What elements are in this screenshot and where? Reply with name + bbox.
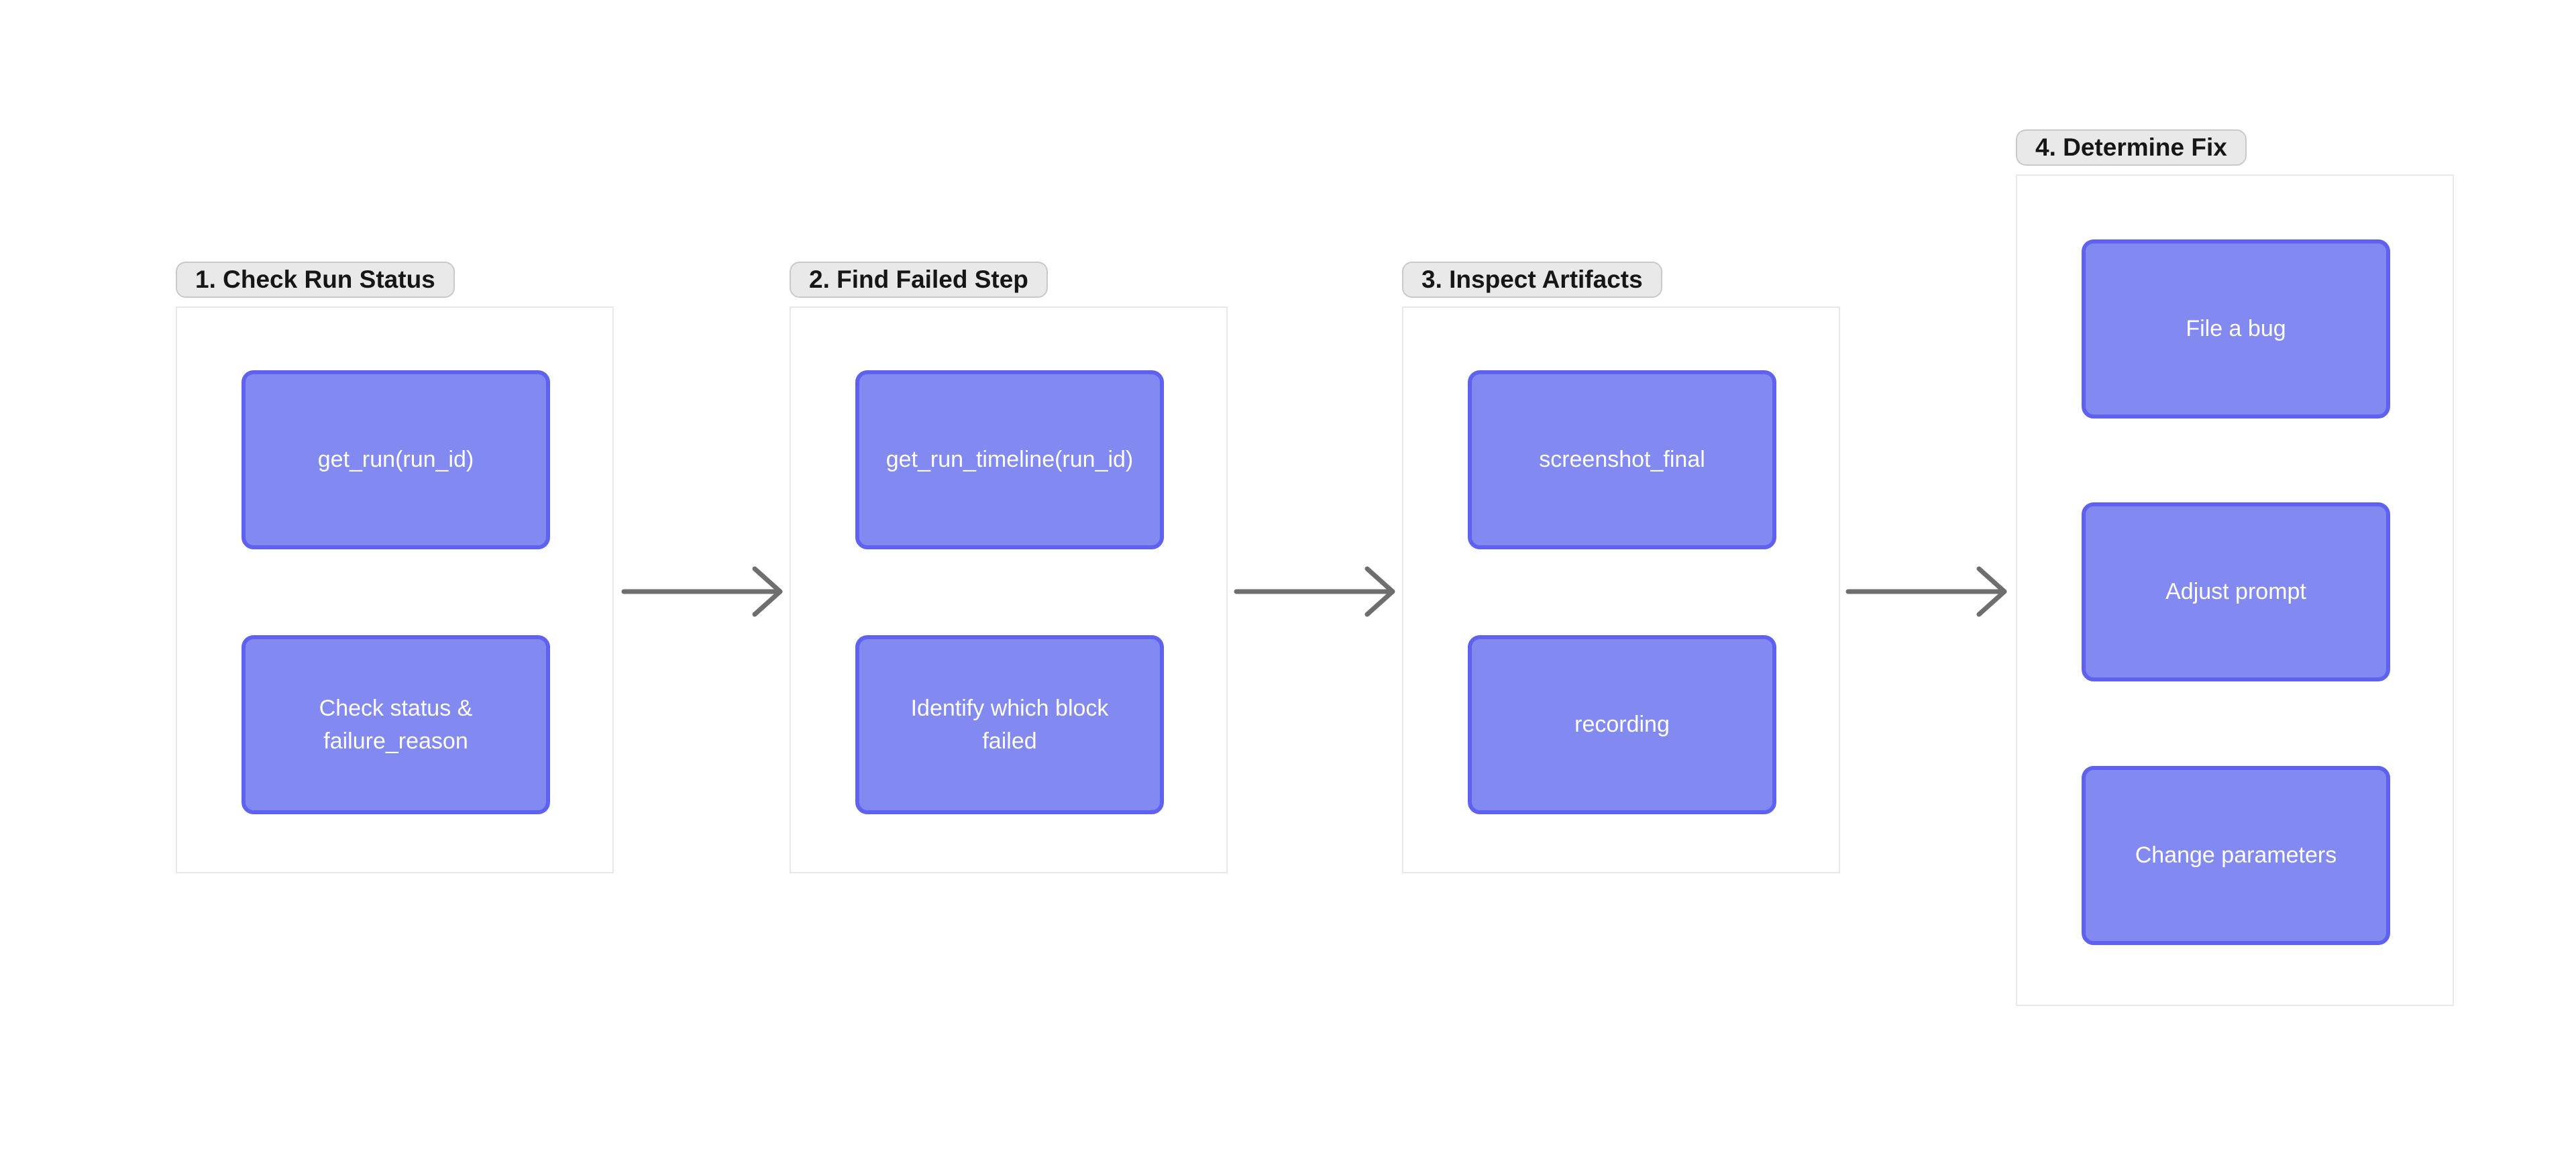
group-label-inspect-artifacts: 3. Inspect Artifacts: [1402, 262, 1662, 298]
node-check-status-failure-reason[interactable]: Check status & failure_reason: [241, 635, 550, 814]
node-change-parameters[interactable]: Change parameters: [2082, 766, 2390, 945]
group-label-check-run-status: 1. Check Run Status: [176, 262, 455, 298]
node-file-a-bug[interactable]: File a bug: [2082, 239, 2390, 419]
node-adjust-prompt[interactable]: Adjust prompt: [2082, 502, 2390, 681]
node-recording[interactable]: recording: [1468, 635, 1776, 814]
group-frame-determine-fix: File a bug Adjust prompt Change paramete…: [2016, 174, 2454, 1006]
group-frame-find-failed-step: get_run_timeline(run_id) Identify which …: [790, 307, 1228, 873]
group-frame-inspect-artifacts: screenshot_final recording: [1402, 307, 1840, 873]
arrow-group3-to-group4-icon: [1845, 566, 2007, 617]
group-label-find-failed-step: 2. Find Failed Step: [790, 262, 1048, 298]
group-label-determine-fix: 4. Determine Fix: [2016, 129, 2247, 166]
node-identify-which-block-failed[interactable]: Identify which block failed: [855, 635, 1164, 814]
group-frame-check-run-status: get_run(run_id) Check status & failure_r…: [176, 307, 614, 873]
arrow-group1-to-group2-icon: [621, 566, 783, 617]
node-get-run-timeline[interactable]: get_run_timeline(run_id): [855, 370, 1164, 549]
arrow-group2-to-group3-icon: [1234, 566, 1395, 617]
node-get-run[interactable]: get_run(run_id): [241, 370, 550, 549]
node-screenshot-final[interactable]: screenshot_final: [1468, 370, 1776, 549]
